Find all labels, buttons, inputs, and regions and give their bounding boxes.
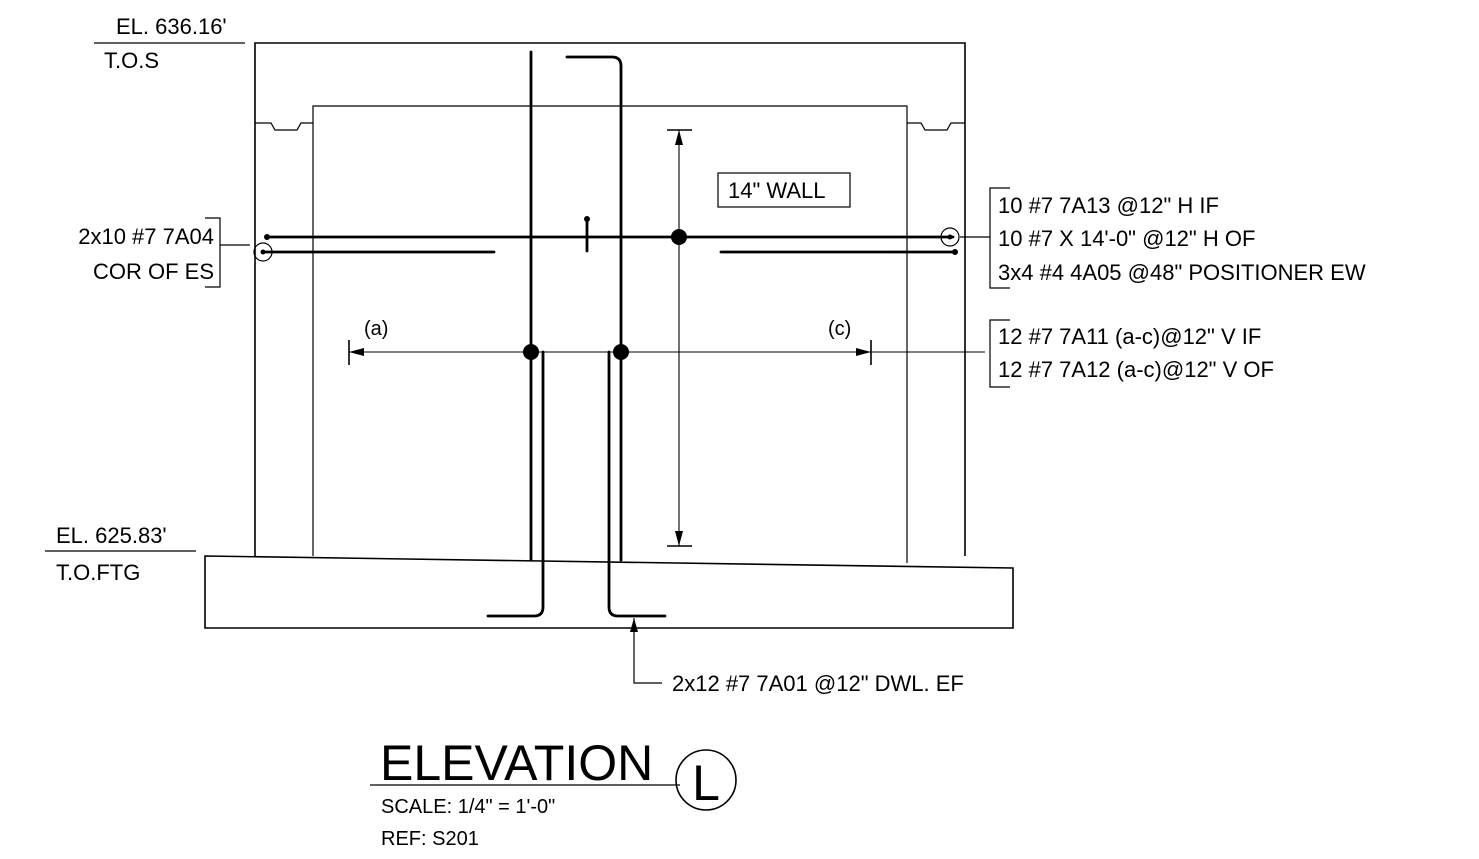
- wall-tag-label: 14" WALL: [728, 178, 826, 203]
- callout-dowel: 2x12 #7 7A01 @12" DWL. EF: [630, 618, 964, 696]
- callout-right-vertical: 12 #7 7A11 (a-c)@12" V IF 12 #7 7A12 (a-…: [989, 319, 1274, 388]
- elevation-marker-top: EL. 636.16' T.O.S: [94, 14, 245, 73]
- range-end-mark: (c): [828, 318, 851, 340]
- left-callout-line-2: COR OF ES: [93, 259, 214, 284]
- vertical-extent-line: [667, 129, 692, 547]
- drawing-title: ELEVATION: [380, 735, 653, 791]
- wall-tag: 14" WALL: [717, 172, 851, 208]
- dowel-callout-text: 2x12 #7 7A01 @12" DWL. EF: [672, 671, 964, 696]
- footing-outline: [204, 555, 1014, 629]
- right-h-callout-line-3: 3x4 #4 4A05 @48" POSITIONER EW: [998, 260, 1366, 285]
- top-elevation-label: T.O.S: [104, 48, 159, 73]
- left-callout-line-1: 2x10 #7 7A04: [78, 224, 214, 249]
- footing-elevation-label: T.O.FTG: [56, 560, 140, 585]
- right-h-callout-line-1: 10 #7 7A13 @12" H IF: [998, 193, 1219, 218]
- right-v-callout-line-2: 12 #7 7A12 (a-c)@12" V OF: [998, 357, 1274, 382]
- corner-bar-left: [253, 242, 273, 262]
- top-elevation-value: EL. 636.16': [116, 14, 227, 39]
- vertical-bars: [486, 50, 667, 618]
- right-h-callout-line-2: 10 #7 X 14'-0" @12" H OF: [998, 226, 1255, 251]
- horizontal-range-line: (a) (c): [348, 318, 985, 365]
- title-block: ELEVATION L SCALE: 1/4" = 1'-0" REF: S20…: [370, 735, 737, 850]
- corner-bar-right: [940, 227, 960, 247]
- right-v-callout-line-1: 12 #7 7A11 (a-c)@12" V IF: [998, 324, 1261, 349]
- drawing-scale: SCALE: 1/4" = 1'-0": [381, 796, 555, 818]
- callout-left: 2x10 #7 7A04 COR OF ES: [78, 217, 250, 288]
- range-start-mark: (a): [364, 318, 388, 340]
- wall-outline: [254, 42, 966, 563]
- callout-right-horizontal: 10 #7 7A13 @12" H IF 10 #7 X 14'-0" @12"…: [960, 187, 1366, 289]
- drawing-reference: REF: S201: [381, 828, 479, 850]
- detail-mark: L: [692, 755, 720, 811]
- horizontal-bars: [261, 216, 958, 255]
- elevation-marker-footing: EL. 625.83' T.O.FTG: [45, 523, 196, 585]
- bar-intersection-dots: [523, 229, 687, 360]
- footing-elevation-value: EL. 625.83': [56, 523, 167, 548]
